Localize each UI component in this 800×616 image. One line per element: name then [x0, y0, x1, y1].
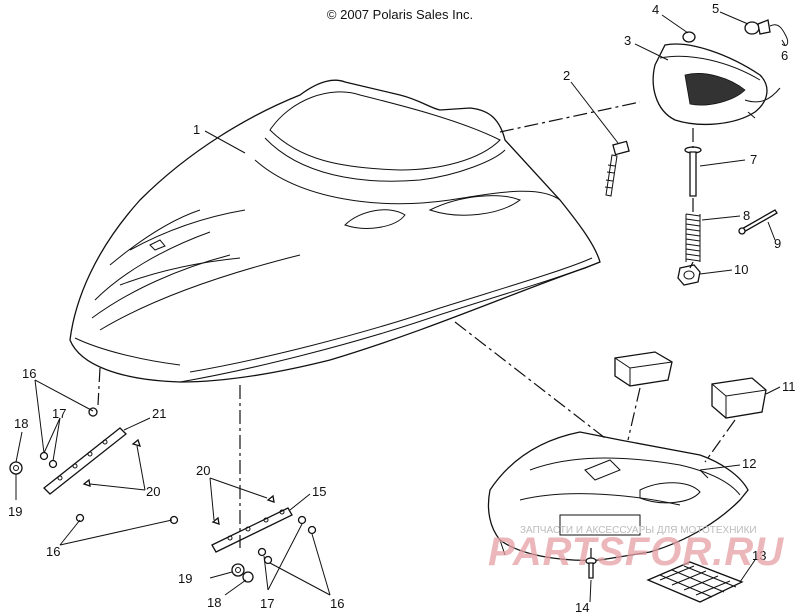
callout-17-lower: 17	[260, 596, 274, 611]
foam-block-part[interactable]	[614, 351, 767, 419]
bracket-21-part[interactable]	[43, 427, 127, 495]
callout-7: 7	[750, 152, 757, 167]
callout-9: 9	[774, 236, 781, 251]
callout-13: 13	[752, 548, 766, 563]
callout-15: 15	[312, 484, 326, 499]
callout-19-upper: 19	[8, 504, 22, 519]
copyright-notice: © 2007 Polaris Sales Inc.	[326, 7, 474, 22]
bolt-part[interactable]	[684, 146, 702, 197]
bracket-15-part[interactable]	[211, 507, 293, 553]
headlight-part[interactable]	[652, 43, 781, 126]
callout-11: 11	[782, 379, 796, 394]
watermark-brand: PARTSFOR.RU	[488, 530, 784, 574]
nut-part[interactable]	[677, 264, 701, 286]
watermark-tagline: ЗАПЧАСТИ И АКСЕССУАРЫ ДЛЯ МОТОТЕХНИКИ	[520, 525, 757, 536]
mesh-screen-part[interactable]	[646, 561, 744, 603]
strap-part[interactable]	[604, 140, 630, 197]
spring-part[interactable]	[685, 213, 701, 262]
bulb-ring-part[interactable]	[682, 31, 696, 43]
wire-part[interactable]	[769, 24, 789, 47]
hood-part[interactable]	[69, 79, 601, 383]
callout-1: 1	[193, 122, 200, 137]
callout-8: 8	[743, 208, 750, 223]
bulb-part[interactable]	[744, 19, 771, 35]
callout-10: 10	[734, 262, 748, 277]
leader-lines	[15, 11, 786, 603]
rod-part[interactable]	[738, 209, 778, 235]
callout-16-upper: 16	[22, 366, 36, 381]
callout-3: 3	[624, 33, 631, 48]
watermark: ЗАПЧАСТИ И АКСЕССУАРЫ ДЛЯ МОТОТЕХНИКИ PA…	[488, 525, 784, 574]
callout-18-lower: 18	[207, 595, 221, 610]
callout-12: 12	[742, 456, 756, 471]
callout-20-left: 20	[146, 484, 160, 499]
callout-6: 6	[781, 48, 788, 63]
callout-17-upper: 17	[52, 406, 66, 421]
callout-18-upper: 18	[14, 416, 28, 431]
callout-14: 14	[575, 600, 589, 615]
callout-labels: 1 2 3 4 5 6 7 8 9 10 11 12 13 14 15 16 1…	[8, 1, 796, 615]
callout-19-lower: 19	[178, 571, 192, 586]
callout-21: 21	[152, 406, 166, 421]
callout-5: 5	[712, 1, 719, 16]
callout-16-lower-right: 16	[330, 596, 344, 611]
callout-2: 2	[563, 68, 570, 83]
rivet-hardware[interactable]	[39, 407, 317, 565]
callout-4: 4	[652, 2, 659, 17]
callout-20-center: 20	[196, 463, 210, 478]
center-lines	[97, 101, 736, 558]
belly-pan-part[interactable]	[487, 431, 749, 561]
callout-16-lower-left: 16	[46, 544, 60, 559]
